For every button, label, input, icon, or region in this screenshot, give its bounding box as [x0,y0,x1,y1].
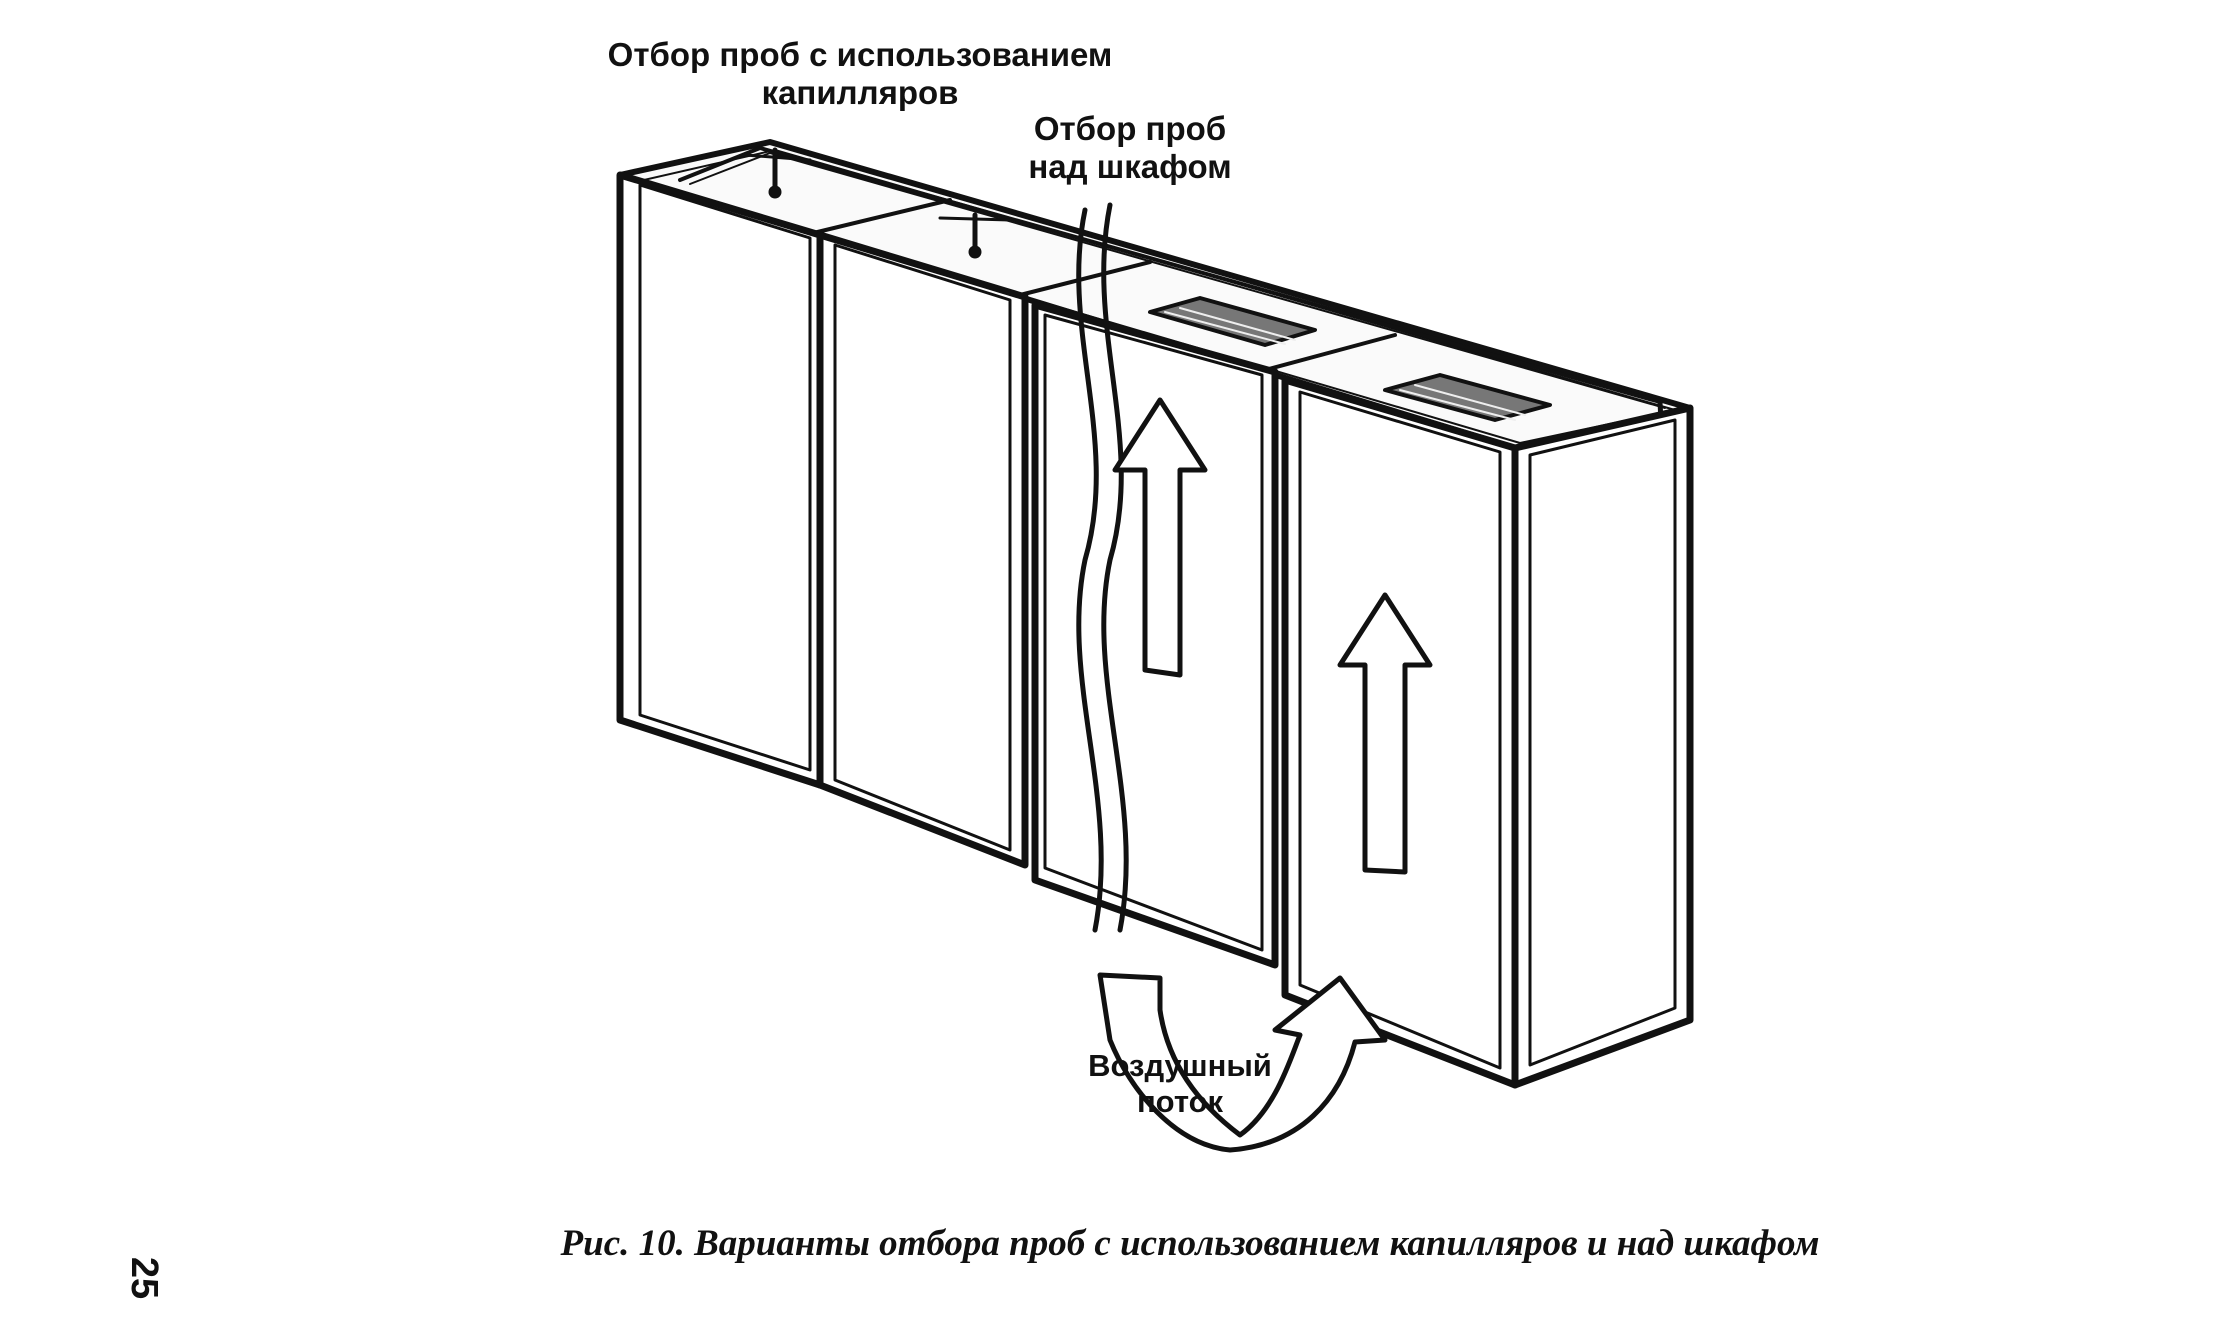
capillary-pipe [678,146,1662,404]
figure-caption: Рис. 10. Варианты отбора проб с использо… [560,1223,1820,1264]
vent-grille-1 [1148,296,1317,347]
page-number: 25 [123,1256,165,1300]
capillary-label-line-1: Отбор проб с использованием [607,36,1113,73]
airflow-label-line-1: Воздушный [1088,1048,1272,1083]
above-cabinet-sampling-tube [1076,207,1104,933]
cabinet-side-panel [1511,404,1694,1089]
cabinet-1 [616,171,824,789]
above-cabinet-sampling-label: Отбор проб над шкафом [960,110,1300,186]
up-arrow-1 [1112,397,1208,678]
airflow-arrow [1097,972,1388,1153]
above-label-line-1: Отбор проб [1033,110,1227,147]
cabinet-2 [816,231,1029,869]
capillary-label-line-2: капилляров [761,73,959,111]
up-arrow-2 [1337,592,1433,875]
above-label-line-2: над шкафом [1028,147,1232,185]
airflow-label: Воздушный поток [1010,1048,1350,1119]
airflow-label-line-2: поток [1136,1083,1224,1119]
vent-grille-2 [1383,373,1552,422]
capillary-sampling-label: Отбор проб с использованием капилляров [520,36,1200,112]
